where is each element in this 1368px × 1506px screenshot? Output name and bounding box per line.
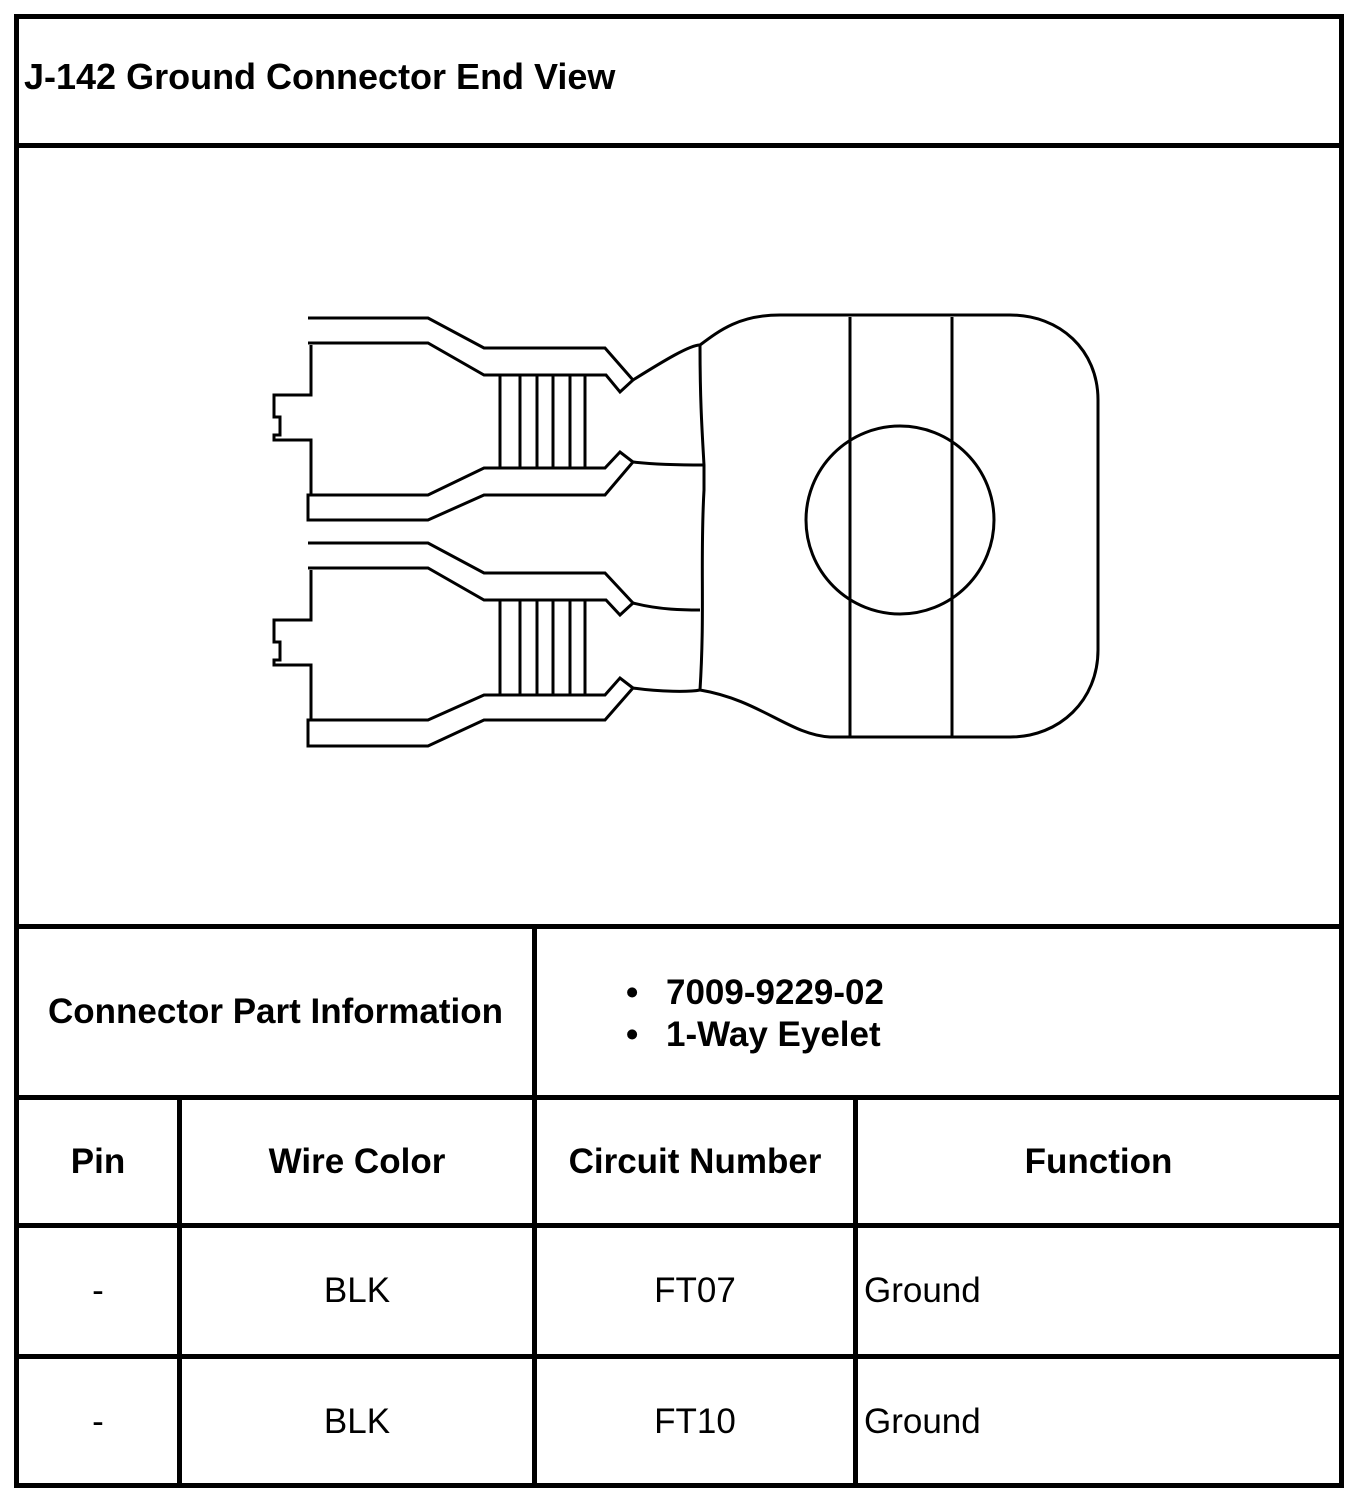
connector-end-view-diagram (272, 313, 1100, 748)
upper-terminal (272, 316, 705, 522)
header-pin: Pin (70, 1141, 126, 1181)
divider-title (14, 143, 1344, 148)
page-title: J-142 Ground Connector End View (24, 56, 616, 97)
table-cell-wire-color: BLK (323, 1402, 391, 1441)
header-wire-color: Wire Color (268, 1141, 446, 1181)
table-cell-circuit-number: FT10 (654, 1402, 736, 1441)
divider-diagram (14, 924, 1344, 929)
divider-col-1 (177, 1095, 182, 1488)
table-cell-pin: - (92, 1271, 104, 1310)
outer-frame (14, 14, 1344, 1488)
part-info-item: •7009-9229-02 (626, 973, 884, 1012)
divider-part-info (14, 1095, 1344, 1100)
divider-row-1 (14, 1354, 1344, 1359)
table-cell-function: Ground (864, 1271, 981, 1310)
part-info-item: •1-Way Eyelet (626, 1015, 881, 1054)
table-cell-wire-color: BLK (323, 1271, 391, 1310)
eyelet-hole (804, 424, 996, 616)
divider-header (14, 1223, 1344, 1228)
table-cell-function: Ground (864, 1402, 981, 1441)
lower-terminal (272, 541, 701, 748)
header-function: Function (1024, 1141, 1173, 1181)
eyelet-body (698, 313, 1100, 739)
divider-col-2 (532, 1095, 537, 1488)
part-info-list: •7009-9229-02 •1-Way Eyelet (626, 972, 884, 1056)
table-cell-pin: - (92, 1402, 104, 1441)
table-cell-circuit-number: FT07 (654, 1271, 736, 1310)
header-circuit-number: Circuit Number (568, 1141, 822, 1181)
divider-col-3 (853, 1095, 858, 1488)
part-info-label: Connector Part Information (47, 992, 504, 1031)
divider-part-info-col (532, 924, 537, 1100)
